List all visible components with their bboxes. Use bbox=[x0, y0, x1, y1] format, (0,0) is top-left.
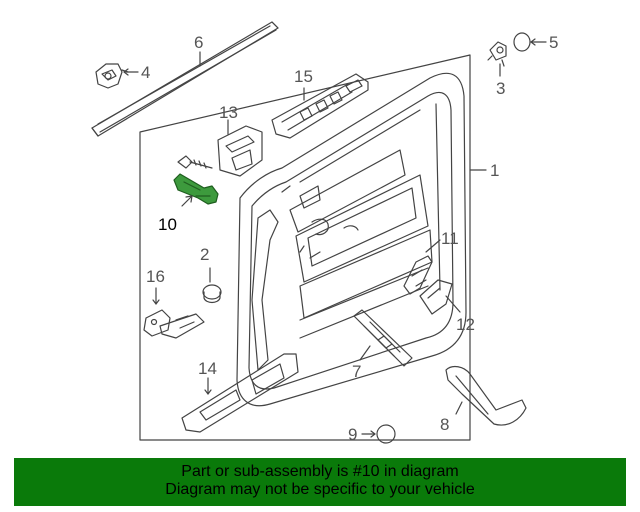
callout-3: 3 bbox=[496, 79, 505, 98]
part-16-switch-bracket bbox=[143, 309, 205, 339]
part-4-bracket bbox=[95, 63, 129, 89]
part-11-bracket bbox=[403, 255, 433, 295]
door-trim-panel bbox=[236, 72, 467, 407]
part-8-armrest bbox=[445, 365, 527, 426]
callout-14: 14 bbox=[198, 359, 217, 378]
arrow-16 bbox=[152, 299, 160, 305]
callout-2: 2 bbox=[200, 245, 209, 264]
screw bbox=[177, 155, 213, 169]
info-banner: Part or sub-assembly is #10 in diagram D… bbox=[14, 458, 626, 506]
callout-5: 5 bbox=[549, 33, 558, 52]
callout-8: 8 bbox=[440, 415, 449, 434]
leader-12 bbox=[445, 295, 461, 313]
arrow-9 bbox=[370, 430, 376, 438]
callout-6: 6 bbox=[194, 33, 203, 52]
banner-line-part: Part or sub-assembly is #10 in diagram bbox=[181, 463, 459, 480]
leader-8 bbox=[455, 401, 463, 415]
leader-10 bbox=[181, 195, 193, 207]
banner-line-disclaimer: Diagram may not be specific to your vehi… bbox=[165, 481, 475, 498]
part-5-plug bbox=[513, 32, 531, 52]
part-3-clip bbox=[487, 41, 507, 67]
callout-11: 11 bbox=[441, 229, 459, 248]
arrow-4 bbox=[123, 68, 129, 76]
callout-13: 13 bbox=[219, 103, 238, 122]
callout-4: 4 bbox=[141, 63, 150, 82]
callout-9: 9 bbox=[348, 425, 357, 444]
arrow-14 bbox=[204, 389, 212, 395]
callout-12: 12 bbox=[456, 315, 475, 334]
leader-7 bbox=[359, 345, 371, 361]
assembly-outline bbox=[139, 54, 471, 441]
leader-11 bbox=[425, 239, 441, 253]
part-2-fastener bbox=[202, 284, 222, 304]
part-6-belt-molding bbox=[91, 21, 279, 137]
callout-16: 16 bbox=[146, 267, 165, 286]
part-7-inner-handle bbox=[353, 309, 413, 367]
callout-7: 7 bbox=[352, 362, 361, 381]
part-15-switch-panel bbox=[271, 73, 369, 139]
part-9-cap bbox=[376, 424, 396, 444]
arrow-5 bbox=[530, 38, 536, 46]
part-14-switch-panel bbox=[181, 353, 299, 433]
callout-10: 10 bbox=[158, 215, 177, 234]
callout-1: 1 bbox=[490, 161, 499, 180]
callout-15: 15 bbox=[294, 67, 313, 86]
part-12-cover bbox=[419, 279, 453, 315]
arrow-10 bbox=[185, 195, 193, 203]
parts-diagram: 1 2 3 4 5 6 7 8 9 10 11 12 13 14 15 16 bbox=[91, 21, 558, 444]
part-13-handle-bracket bbox=[217, 125, 263, 177]
part-10-highlighted bbox=[173, 173, 219, 205]
